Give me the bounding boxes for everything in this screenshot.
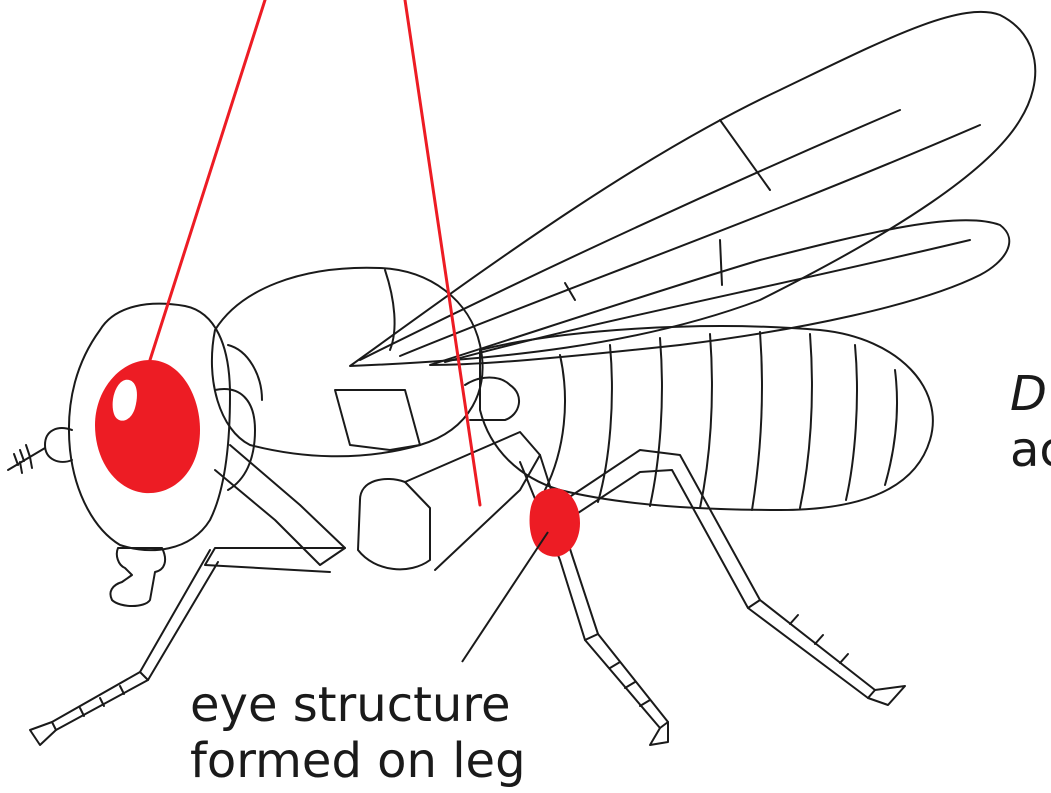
abdomen-segment (885, 370, 897, 485)
abdomen-segment (700, 334, 712, 508)
front-leg-tibia (140, 550, 218, 680)
upper-wing-vein (720, 120, 770, 190)
antenna-arista (8, 448, 45, 470)
leg-eye-caption-line2: formed on leg (190, 733, 526, 789)
hind-leg-segment (840, 654, 848, 663)
leader-line-leg-eye (462, 532, 548, 662)
middle-leg-segment (640, 700, 650, 706)
middle-leg-coxa (358, 479, 430, 569)
front-leg-segment (120, 686, 124, 694)
front-leg-femur (205, 548, 345, 572)
abdomen-segment (752, 332, 762, 510)
antenna-base (45, 428, 72, 462)
lower-wing-vein (445, 240, 970, 362)
thorax-plate (335, 390, 420, 450)
front-leg-claw (30, 722, 56, 745)
lower-wing-vein (720, 240, 722, 285)
hind-leg-segment (815, 635, 823, 644)
right-caption-line1: D (1010, 366, 1051, 422)
leg-eye-caption-line1: eye structure (190, 677, 526, 733)
right-caption: D ac (1010, 366, 1051, 478)
hind-leg-femur (565, 450, 760, 608)
antenna-arista (20, 462, 22, 473)
ectopic-eye (530, 488, 580, 557)
middle-leg-tarsus (585, 634, 668, 728)
middle-leg-segment (625, 682, 635, 688)
abdomen-segment (598, 345, 612, 502)
middle-leg-segment (610, 662, 620, 668)
abdomen-segment (846, 345, 857, 500)
abdomen-segment (650, 338, 662, 506)
abdomen-segment (545, 355, 565, 490)
antenna-arista (14, 454, 18, 465)
head-plate (228, 345, 262, 400)
proboscis (110, 548, 165, 606)
abdomen-segment (800, 334, 812, 508)
antenna-arista (20, 450, 24, 461)
compound-eye (95, 360, 200, 493)
antenna-arista (26, 445, 30, 457)
hind-leg-tarsus (748, 600, 875, 698)
antenna-arista (30, 457, 32, 468)
thorax-plate (465, 378, 519, 421)
pointer-line-eye (150, 0, 265, 360)
leg-eye-caption: eye structure formed on leg (190, 677, 526, 789)
right-caption-line2: ac (1010, 422, 1051, 478)
lower-wing-vein (565, 283, 575, 300)
front-leg-tarsus (52, 672, 148, 730)
hind-leg-segment (790, 615, 798, 624)
